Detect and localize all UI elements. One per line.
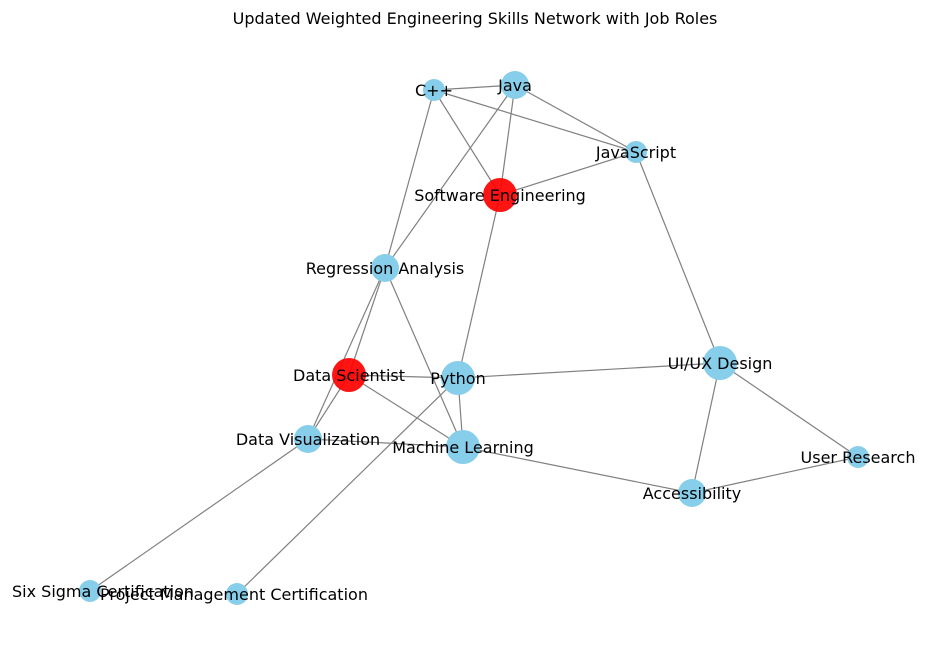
edge-java-javascript xyxy=(514,84,637,153)
node-machine-learning xyxy=(446,430,480,464)
node-python xyxy=(441,361,475,395)
edge-data_visualization-machine_learning xyxy=(307,438,464,448)
edge-uiux_design-user_research xyxy=(719,362,859,458)
diagram-title: Updated Weighted Engineering Skills Netw… xyxy=(233,9,718,28)
node-label-software-engineering: Software Engineering xyxy=(414,186,586,205)
node-six-sigma xyxy=(79,580,101,602)
edge-java-software_engineering xyxy=(499,84,516,196)
node-java xyxy=(501,71,529,99)
node-data-scientist xyxy=(332,358,366,392)
node-label-machine-learning: Machine Learning xyxy=(392,438,534,457)
node-label-pm-cert: Project Management Certification xyxy=(100,585,368,604)
node-label-uiux-design: UI/UX Design xyxy=(668,354,773,373)
node-label-data-visualization: Data Visualization xyxy=(236,430,380,449)
edge-java-regression_analysis xyxy=(384,84,516,269)
edge-cpp-javascript xyxy=(433,89,637,153)
edge-accessibility-user_research xyxy=(691,456,859,494)
nodes-layer xyxy=(79,71,869,605)
edge-data_visualization-six_sigma xyxy=(89,438,309,592)
node-accessibility xyxy=(678,479,706,507)
node-cpp xyxy=(423,79,445,101)
edge-cpp-software_engineering xyxy=(433,89,501,196)
node-software-engineering xyxy=(483,178,517,212)
edge-machine_learning-accessibility xyxy=(462,446,693,494)
edge-data_scientist-python xyxy=(348,374,459,379)
node-label-python: Python xyxy=(430,369,485,388)
edge-software_engineering-python xyxy=(457,194,501,379)
edge-uiux_design-accessibility xyxy=(691,362,721,494)
node-pm-cert xyxy=(226,583,248,605)
node-user-research xyxy=(847,446,869,468)
node-label-data-scientist: Data Scientist xyxy=(293,366,405,385)
edge-regression_analysis-data_scientist xyxy=(348,267,386,376)
node-label-six-sigma: Six Sigma Certification xyxy=(12,582,194,601)
node-data-visualization xyxy=(294,425,322,453)
node-label-cpp: C++ xyxy=(415,81,453,100)
edge-cpp-regression_analysis xyxy=(384,89,435,269)
edges-layer xyxy=(89,84,859,595)
node-label-javascript: JavaScript xyxy=(595,143,676,162)
edge-regression_analysis-data_visualization xyxy=(307,267,386,440)
node-javascript xyxy=(625,141,647,163)
node-regression-analysis xyxy=(371,254,399,282)
node-label-user-research: User Research xyxy=(801,448,916,467)
node-label-java: Java xyxy=(497,76,532,95)
edge-javascript-software_engineering xyxy=(499,151,637,196)
edge-javascript-uiux_design xyxy=(635,151,721,364)
node-label-accessibility: Accessibility xyxy=(643,484,741,503)
edge-python-pm_cert xyxy=(236,377,459,595)
node-label-regression-analysis: Regression Analysis xyxy=(306,259,465,278)
edge-python-uiux_design xyxy=(457,362,721,379)
edge-data_scientist-machine_learning xyxy=(348,374,464,448)
node-uiux-design xyxy=(703,346,737,380)
edge-regression_analysis-machine_learning xyxy=(384,267,464,448)
